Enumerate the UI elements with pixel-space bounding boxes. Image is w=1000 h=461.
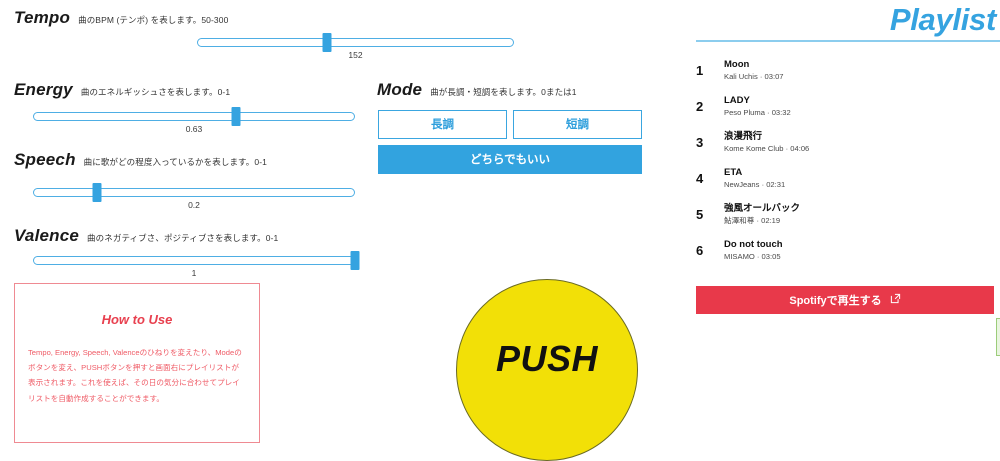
track-index: 5 <box>696 206 704 222</box>
speech-slider-thumb[interactable] <box>92 183 102 202</box>
page-edge-strip <box>996 318 1000 356</box>
playlist-divider <box>696 40 1000 42</box>
energy-header: Energy 曲のエネルギッシュさを表します。0-1 <box>14 80 230 100</box>
track-row[interactable]: 4 ETA NewJeans · 02:31 <box>696 160 1000 196</box>
track-row[interactable]: 5 強風オールバック鮎澤和尊 · 02:19 <box>696 196 1000 232</box>
track-meta: Kome Kome Club · 04:06 <box>724 144 810 154</box>
how-to-use-body: Tempo, Energy, Speech, Valenceのひねりを変えたり、… <box>28 348 242 403</box>
how-to-use-title: How to Use <box>101 312 173 327</box>
track-info: 浪漫飛行 Kome Kome Club · 04:06 <box>724 130 1000 155</box>
valence-slider[interactable]: 1 <box>33 248 360 278</box>
mode-either-button[interactable]: どちらでもいい <box>378 145 642 174</box>
valence-title: Valence <box>14 226 80 245</box>
track-name: 強風オールバック <box>724 202 801 214</box>
spotify-play-label: Spotifyで再生する <box>789 295 882 307</box>
mode-description: 曲が長調・短調を表します。0または1 <box>430 87 577 97</box>
speech-slider-track[interactable] <box>33 188 355 197</box>
controls-panel: Tempo 曲のBPM (テンポ) を表します。50-300 152 Energ… <box>14 8 642 461</box>
energy-slider-thumb[interactable] <box>231 107 241 126</box>
track-meta: NewJeans · 02:31 <box>724 180 786 190</box>
speech-value: 0.2 <box>188 200 200 210</box>
energy-description: 曲のエネルギッシュさを表します。0-1 <box>80 87 231 97</box>
mode-button-group: 長調 短調 どちらでもいい <box>378 110 642 174</box>
tempo-description: 曲のBPM (テンポ) を表します。50-300 <box>78 15 229 25</box>
mode-minor-button[interactable]: 短調 <box>513 110 642 139</box>
mode-title: Mode <box>377 80 423 99</box>
valence-slider-track[interactable] <box>33 256 355 265</box>
energy-title: Energy <box>14 80 73 99</box>
track-index: 1 <box>696 62 704 78</box>
tempo-value: 152 <box>348 50 363 60</box>
track-index: 3 <box>696 134 704 150</box>
track-name: LADY <box>724 94 750 106</box>
playlist-title: Playlist <box>889 2 996 37</box>
speech-description: 曲に歌がどの程度入っているかを表します。0-1 <box>83 157 267 167</box>
track-index: 6 <box>696 242 704 258</box>
track-index: 2 <box>696 98 704 114</box>
valence-value: 1 <box>191 268 197 278</box>
speech-title: Speech <box>14 150 76 169</box>
track-info: ETA NewJeans · 02:31 <box>724 166 1000 191</box>
track-name: Moon <box>724 58 750 70</box>
track-meta: Peso Pluma · 03:32 <box>724 108 791 118</box>
track-meta: MISAMO · 03:05 <box>724 252 781 262</box>
external-link-icon <box>890 293 901 307</box>
track-name: 浪漫飛行 <box>724 130 763 142</box>
tempo-slider-track[interactable] <box>197 38 514 47</box>
speech-slider[interactable]: 0.2 <box>33 180 355 210</box>
tempo-title: Tempo <box>14 8 71 27</box>
spotify-play-button[interactable]: Spotifyで再生する <box>696 286 994 314</box>
valence-description: 曲のネガティブさ、ポジティブさを表します。0-1 <box>87 233 279 243</box>
track-meta: Kali Uchis · 03:07 <box>724 72 784 82</box>
track-info: LADY Peso Pluma · 03:32 <box>724 94 1000 119</box>
how-to-use-box: How to Use Tempo, Energy, Speech, Valenc… <box>14 283 260 443</box>
mode-header: Mode 曲が長調・短調を表します。0または1 <box>377 80 577 100</box>
energy-slider-track[interactable] <box>33 112 355 121</box>
track-name: ETA <box>724 166 743 178</box>
tempo-slider-thumb[interactable] <box>322 33 332 52</box>
valence-header: Valence 曲のネガティブさ、ポジティブさを表します。0-1 <box>14 226 278 246</box>
track-meta: 鮎澤和尊 · 02:19 <box>724 216 781 226</box>
valence-slider-thumb[interactable] <box>350 251 360 270</box>
tempo-slider[interactable]: 152 <box>197 30 514 60</box>
tempo-header: Tempo 曲のBPM (テンポ) を表します。50-300 <box>14 8 228 28</box>
track-row[interactable]: 2 LADY Peso Pluma · 03:32 <box>696 88 1000 124</box>
track-info: 強風オールバック鮎澤和尊 · 02:19 <box>724 202 1000 227</box>
track-row[interactable]: 3 浪漫飛行 Kome Kome Club · 04:06 <box>696 124 1000 160</box>
track-name: Do not touch <box>724 238 783 250</box>
mode-button-row: 長調 短調 <box>378 110 642 139</box>
mode-major-button[interactable]: 長調 <box>378 110 507 139</box>
speech-header: Speech 曲に歌がどの程度入っているかを表します。0-1 <box>14 150 267 170</box>
track-index: 4 <box>696 170 704 186</box>
push-button[interactable]: PUSH <box>456 279 638 461</box>
push-button-label: PUSH <box>495 338 599 379</box>
energy-slider[interactable]: 0.63 <box>33 104 355 134</box>
energy-value: 0.63 <box>185 124 203 134</box>
